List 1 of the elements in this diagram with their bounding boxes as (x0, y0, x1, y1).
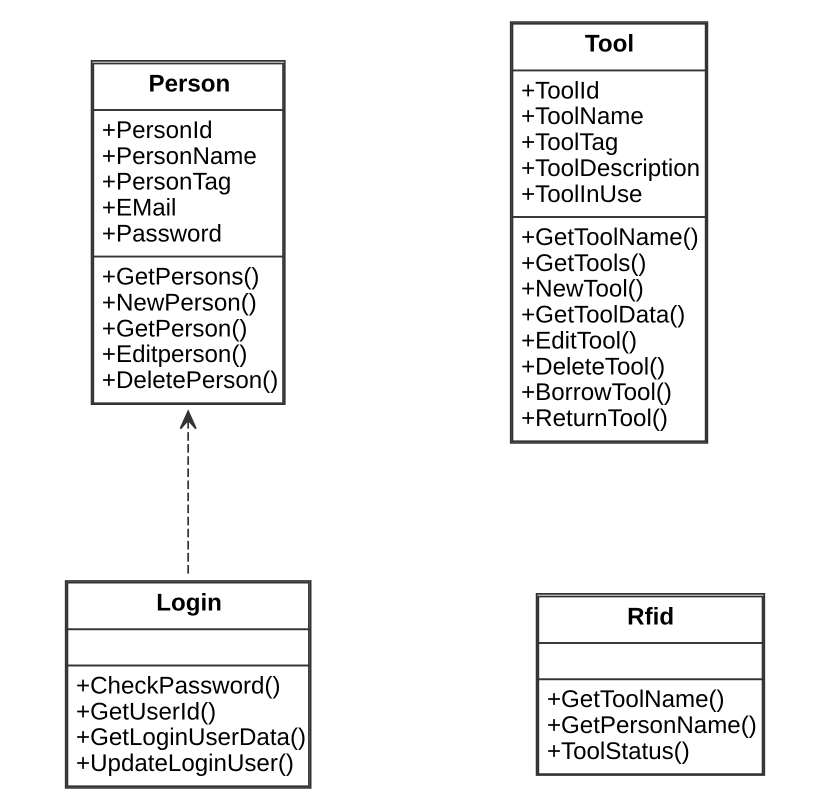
arrow (179, 410, 196, 574)
